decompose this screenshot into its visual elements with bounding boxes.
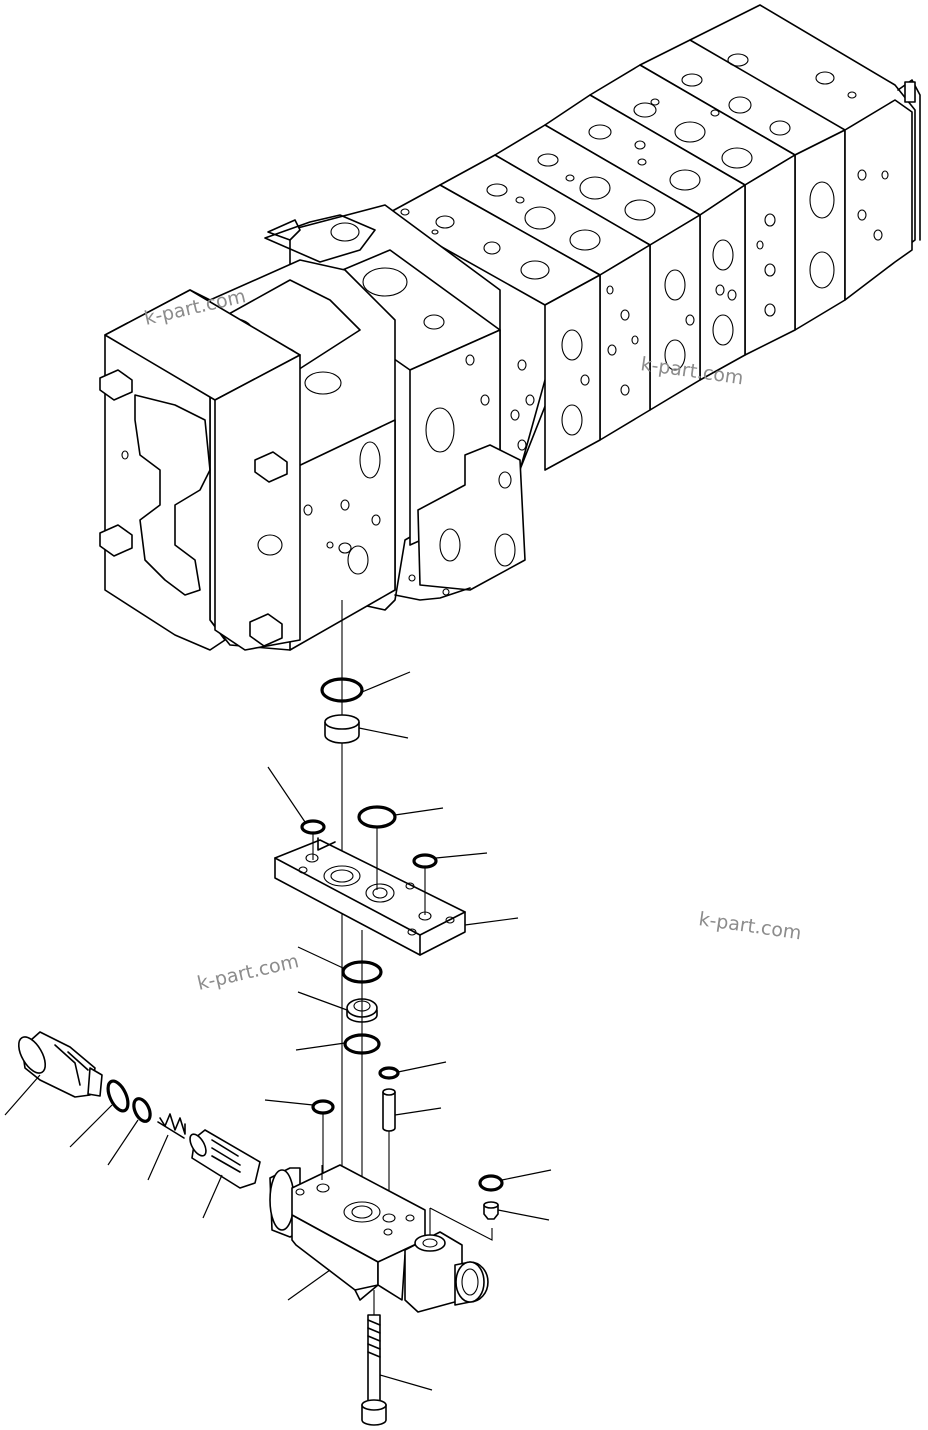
relief-valve-cartridge xyxy=(17,1031,103,1098)
control-valve-assembly xyxy=(99,4,921,651)
small-o-ring-pin xyxy=(378,1066,400,1080)
o-ring-top xyxy=(320,677,364,703)
elbow-fitting xyxy=(404,1231,489,1313)
valve-block xyxy=(269,1164,426,1301)
o-ring-relief xyxy=(132,1097,152,1123)
leader-lines xyxy=(4,671,552,1391)
small-o-ring-left xyxy=(300,819,326,835)
spring xyxy=(157,1113,186,1139)
watermark-4: k-part.com xyxy=(195,950,301,995)
dowel-pin xyxy=(382,1088,396,1132)
backup-ring xyxy=(106,1079,130,1113)
mounting-plate xyxy=(274,837,466,956)
plug-small xyxy=(483,1201,499,1220)
spacer-collar xyxy=(324,714,360,744)
o-ring-elbow xyxy=(478,1174,504,1192)
watermark-3: k-part.com xyxy=(697,908,803,944)
large-o-ring xyxy=(357,805,397,829)
small-o-ring-right xyxy=(412,853,438,869)
small-o-ring-block xyxy=(311,1099,335,1115)
socket-head-bolt xyxy=(361,1314,387,1426)
poppet-valve xyxy=(189,1129,261,1189)
